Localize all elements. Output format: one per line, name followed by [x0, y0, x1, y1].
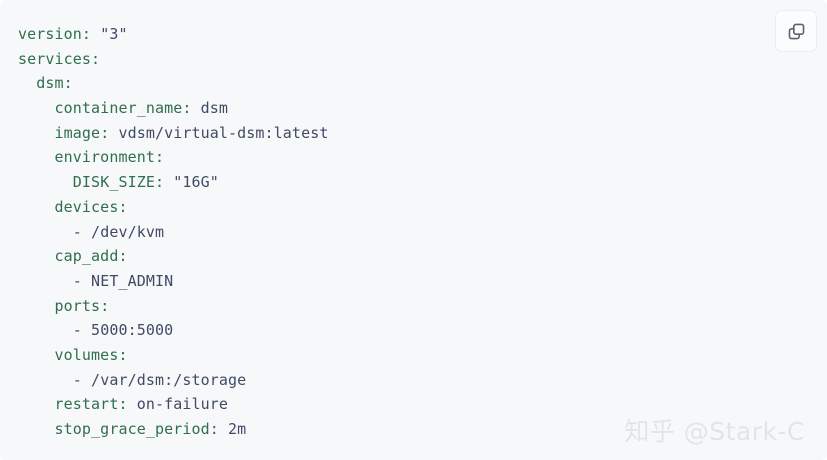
code-line: - NET_ADMIN: [18, 269, 767, 294]
yaml-key: restart: [54, 395, 119, 414]
yaml-key: DISK_SIZE: [72, 173, 155, 192]
watermark-text: 知乎 @Stark-C: [624, 417, 805, 446]
code-indent: [18, 420, 55, 438]
code-line: container_name: dsm: [18, 96, 767, 121]
yaml-separator: :: [118, 247, 128, 266]
yaml-value: vdsm/virtual-dsm:latest: [118, 123, 329, 142]
code-line: version: "3": [18, 22, 767, 47]
code-indent: [18, 198, 55, 216]
code-line: ports:: [18, 294, 767, 319]
code-indent: [18, 124, 55, 142]
code-indent: [18, 173, 73, 191]
code-line: - /var/dsm:/storage: [18, 368, 767, 393]
yaml-list-item: - 5000:5000: [72, 321, 174, 340]
code-indent: [18, 346, 55, 364]
yaml-separator: :: [209, 420, 229, 438]
yaml-list-item: - /dev/kvm: [72, 222, 165, 241]
code-line: - 5000:5000: [18, 318, 767, 343]
yaml-value: on-failure: [136, 395, 229, 414]
yaml-list-item: - NET_ADMIN: [72, 271, 174, 290]
yaml-separator: :: [118, 395, 137, 414]
code-indent: [18, 321, 73, 339]
yaml-key: dsm: [36, 74, 64, 93]
code-line: restart: on-failure: [18, 392, 767, 417]
code-line: dsm:: [18, 71, 767, 96]
yaml-list-item: - /var/dsm:/storage: [72, 370, 247, 389]
code-line: volumes:: [18, 343, 767, 368]
code-line: - /dev/kvm: [18, 220, 767, 245]
copy-icon: [787, 22, 806, 41]
code-indent: [18, 297, 55, 315]
yaml-separator: :: [81, 25, 101, 43]
yaml-separator: :: [63, 74, 73, 93]
yaml-separator: :: [100, 296, 110, 315]
yaml-key: ports: [54, 296, 101, 315]
code-indent: [18, 395, 55, 413]
yaml-separator: :: [118, 197, 128, 216]
yaml-separator: :: [118, 345, 128, 364]
code-line: devices:: [18, 195, 767, 220]
yaml-key: cap_add: [54, 247, 119, 266]
code-indent: [18, 223, 73, 241]
code-indent: [18, 99, 55, 117]
copy-code-button[interactable]: [775, 10, 817, 52]
code-line: stop_grace_period: 2m: [18, 417, 767, 442]
code-indent: [18, 148, 55, 166]
yaml-value: dsm: [200, 99, 229, 118]
yaml-value: 2m: [228, 420, 247, 438]
yaml-value: "3": [100, 25, 128, 43]
yaml-key: environment: [54, 148, 155, 167]
yaml-key: version: [18, 25, 82, 43]
code-line: cap_add:: [18, 244, 767, 269]
yaml-separator: :: [154, 148, 165, 167]
code-indent: [18, 247, 55, 265]
yaml-separator: :: [91, 49, 101, 68]
yaml-separator: :: [154, 173, 174, 192]
code-line: services:: [18, 47, 767, 72]
yaml-separator: :: [182, 99, 201, 118]
code-line: environment:: [18, 145, 767, 170]
code-line: DISK_SIZE: "16G": [18, 170, 767, 195]
code-indent: [18, 74, 36, 92]
yaml-separator: :: [100, 123, 119, 142]
yaml-key: volumes: [54, 345, 119, 364]
yaml-key: stop_grace_period: [54, 420, 210, 438]
code-line: image: vdsm/virtual-dsm:latest: [18, 121, 767, 146]
yaml-key: image: [54, 123, 101, 142]
yaml-key: container_name: [54, 99, 183, 118]
code-indent: [18, 371, 73, 389]
yaml-key: devices: [54, 197, 119, 216]
code-indent: [18, 272, 73, 290]
yaml-value: "16G": [173, 173, 219, 192]
yaml-key: services: [18, 49, 92, 68]
